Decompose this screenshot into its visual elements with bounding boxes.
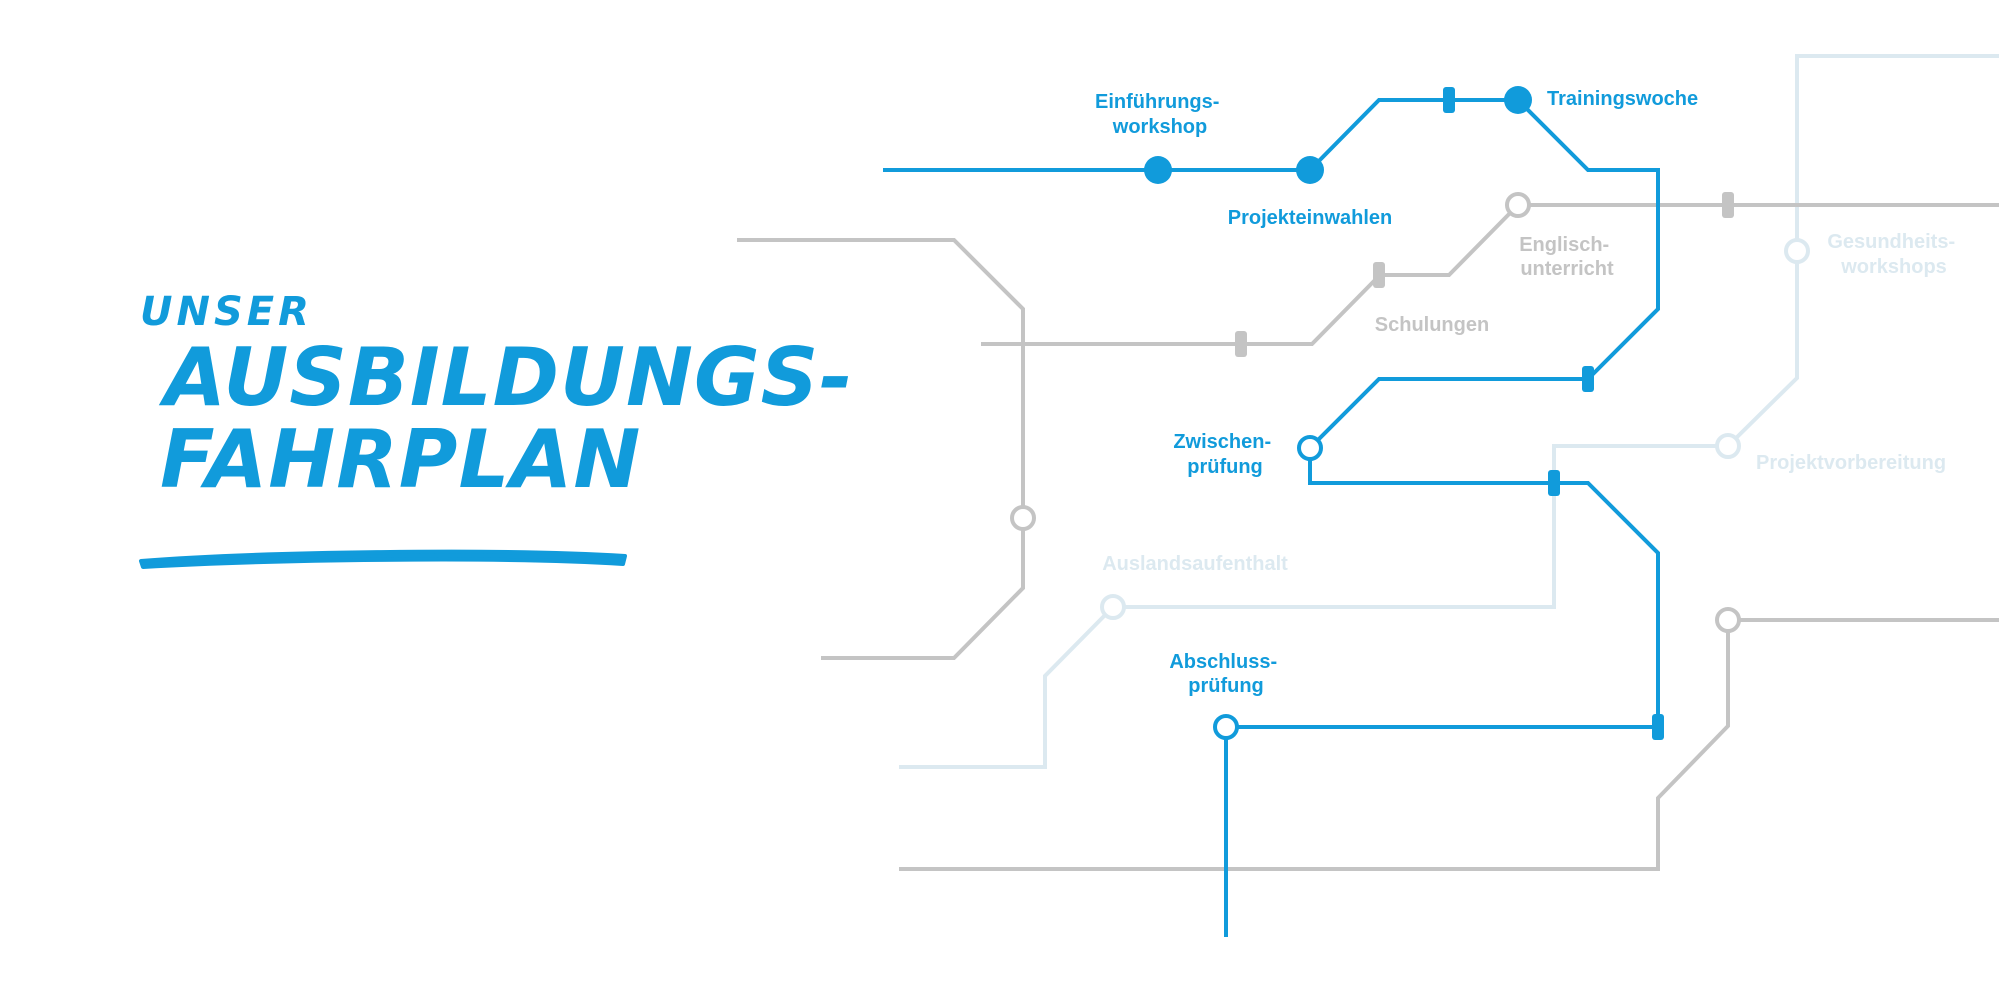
station-englisch: [1505, 192, 1531, 218]
label-zwischen: Zwischen- prüfung: [1173, 431, 1276, 478]
label-projektvorbereitung: Projektvorbereitung: [1756, 452, 1946, 474]
station-zwischen: [1297, 435, 1323, 461]
label-englisch: Englisch- unterricht: [1519, 234, 1615, 280]
station-abschluss: [1213, 714, 1239, 740]
tick-abschluss: [1652, 714, 1664, 740]
title-line-unser: UNSER: [140, 289, 313, 335]
line-bottom: [899, 618, 1999, 871]
blue-ticks: [1443, 87, 1664, 740]
label-abschluss: Abschluss- prüfung: [1169, 651, 1282, 697]
grey-lines: [737, 203, 1999, 871]
station-projektvorbereitung: [1715, 433, 1741, 459]
label-projekteinwahlen: Projekteinwahlen: [1228, 207, 1393, 229]
line-left-loop: [737, 238, 1025, 660]
label-ausland: Auslandsaufenthalt: [1102, 553, 1288, 575]
station-gesundheit: [1784, 238, 1810, 264]
line-gesundheit: [1726, 54, 1999, 448]
light-lines: [899, 54, 1999, 769]
grey-stations: [1010, 192, 1810, 633]
station-left-loop: [1010, 505, 1036, 531]
station-ausland: [1100, 594, 1126, 620]
tick-training: [1443, 87, 1455, 113]
tick-zwischen-upper: [1582, 366, 1594, 392]
station-einfuehrung: [1144, 156, 1172, 184]
title-line-ausbildungs: AUSBILDUNGS-: [164, 331, 854, 424]
station-trainingswoche: [1504, 86, 1532, 114]
label-trainingswoche: Trainingswoche: [1547, 88, 1698, 110]
line-englisch: [981, 203, 1999, 346]
tick-schulungen-upper: [1373, 262, 1385, 288]
label-einfuehrung: Einführungs- workshop: [1095, 91, 1225, 138]
page-title: UNSER AUSBILDUNGS- FAHRPLAN: [140, 292, 853, 500]
station-projekteinwahlen: [1296, 156, 1324, 184]
tick-schulungen-lower: [1235, 331, 1247, 357]
blue-stations: [1144, 86, 1532, 740]
title-line-fahrplan: FAHRPLAN: [160, 413, 642, 506]
tick-englisch: [1722, 192, 1734, 218]
title-underline: [139, 549, 627, 569]
label-gesundheit: Gesundheits- workshops: [1827, 231, 1960, 278]
label-schulungen: Schulungen: [1375, 314, 1489, 336]
grey-ticks: [1235, 192, 1734, 357]
station-bottom: [1715, 607, 1741, 633]
tick-zwischen-lower: [1548, 470, 1560, 496]
